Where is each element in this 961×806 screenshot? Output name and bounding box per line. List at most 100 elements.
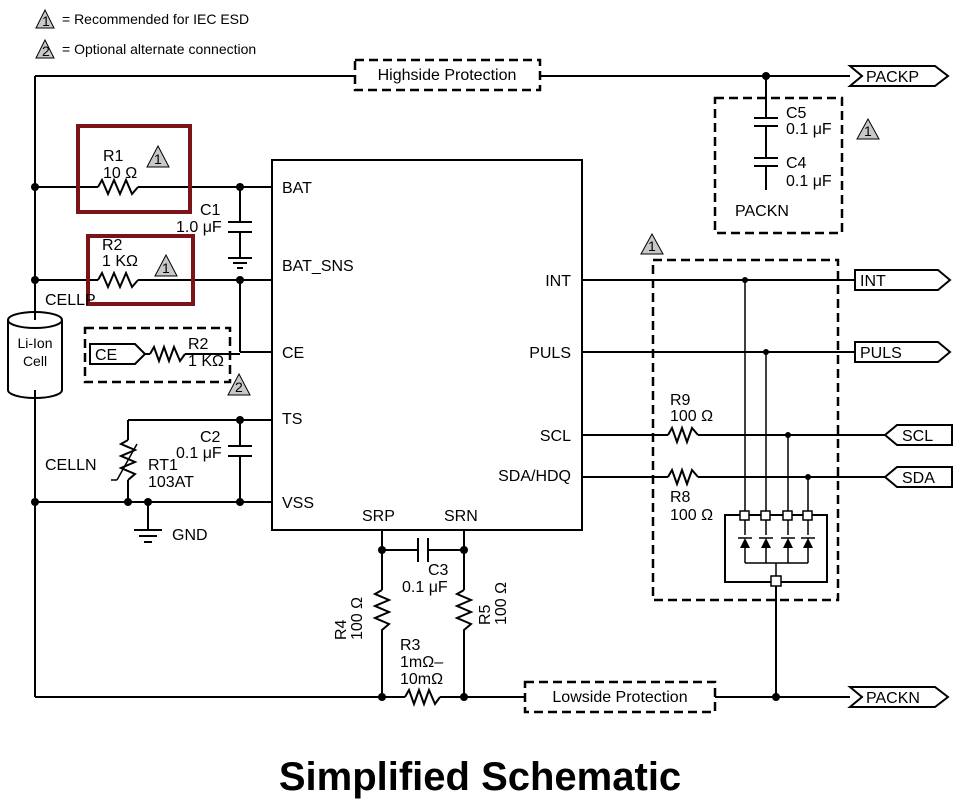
celln-label: CELLN [45,457,97,474]
r4-ref: R4 [333,619,350,640]
note-marker-ce-alt: 2 [227,372,251,396]
legend-optional-text: = Optional alternate connection [62,41,256,57]
svg-text:SDA: SDA [902,470,935,487]
pin-bat: BAT [282,180,312,197]
legend-recommended-marker: 1 [35,8,55,29]
c2-capacitor [228,445,252,457]
note-marker-r1: 1 [146,144,170,168]
ce-alt-group [83,326,232,384]
legend: 1 = Recommended for IEC ESD 2 = Optional… [35,8,256,59]
pin-bat-sns: BAT_SNS [282,258,354,275]
r3-value-2: 10mΩ [400,671,443,688]
r2-alt-resistor [149,344,186,364]
rt1-thermistor [111,439,138,481]
svg-text:Highside Protection: Highside Protection [378,67,517,84]
svg-text:Lowside Protection: Lowside Protection [552,689,687,706]
r2-value: 1 KΩ [102,253,138,270]
r1-value: 10 Ω [103,165,137,182]
pin-ts: TS [282,411,302,428]
note-marker-esd: 1 [640,232,664,255]
c1-ground-icon [228,257,252,269]
r4-resistor [372,589,392,635]
ground-icon [134,529,162,543]
c4-value: 0.1 μF [786,173,832,190]
connector-packn: PACKN [847,686,950,708]
r1-ref: R1 [103,148,124,165]
cell-label-1: Li-Ion [17,335,52,351]
svg-text:1: 1 [648,238,656,254]
r8-resistor [667,467,699,487]
svg-text:CE: CE [95,347,117,364]
r2-resistor [97,270,139,290]
legend-optional-marker: 2 [35,38,55,59]
r1-highlight [76,124,192,214]
pack-cap-group [713,96,844,235]
connector-packp: PACKP [847,65,950,87]
c3-value: 0.1 μF [402,579,448,596]
r5-resistor [454,589,474,635]
svg-text:1: 1 [154,151,162,167]
c3-capacitor [417,538,429,562]
r2-ref: R2 [102,237,123,254]
pin-srp: SRP [362,508,395,525]
c1-capacitor [228,221,252,233]
highside-protection: Highside Protection [353,58,542,92]
pin-scl: SCL [540,428,571,445]
c5-ref: C5 [786,105,807,122]
svg-text:1: 1 [42,13,50,29]
r4-value: 100 Ω [349,597,366,640]
c5-value: 0.1 μF [786,121,832,138]
c2-value: 0.1 μF [176,445,222,462]
c1-value: 1.0 μF [176,219,222,236]
svg-text:2: 2 [42,43,50,59]
connector-sda: SDA [883,466,953,488]
connector-int: INT [854,269,952,291]
esd-group [651,258,840,602]
connector-puls: PULS [854,341,952,363]
connector-scl: SCL [883,424,953,446]
packn-box-label: PACKN [735,203,789,220]
r9-ref: R9 [670,392,691,409]
r5-value: 100 Ω [493,582,510,625]
note-marker-r2: 1 [154,253,178,277]
rt1-value: 103AT [148,474,194,491]
r3-ref: R3 [400,637,421,654]
pin-sda-hdq: SDA/HDQ [498,468,571,485]
r2-highlight [86,234,195,306]
svg-text:1: 1 [864,123,872,139]
c3-ref: C3 [428,562,449,579]
legend-recommended-text: = Recommended for IEC ESD [62,11,249,27]
svg-text:1: 1 [162,260,170,276]
r9-value: 100 Ω [670,408,713,425]
r2-alt-value: 1 KΩ [188,353,224,370]
r1-resistor [97,177,139,197]
schematic-title: Simplified Schematic [279,755,681,799]
gnd-label: GND [172,527,208,544]
junctions [31,72,811,701]
c4-ref: C4 [786,155,807,172]
pin-puls: PULS [529,345,571,362]
pin-vss: VSS [282,495,314,512]
svg-text:INT: INT [860,273,886,290]
r3-value-1: 1mΩ– [400,654,443,671]
pin-int: INT [545,273,571,290]
cellp-label: CELLP [45,292,96,309]
connector-ce: CE [89,343,147,365]
svg-text:PACKP: PACKP [866,69,919,86]
r8-ref: R8 [670,489,691,506]
r2-alt-ref: R2 [188,336,209,353]
note-marker-packp-caps: 1 [856,117,880,140]
lowside-protection: Lowside Protection [523,680,717,714]
pin-ce: CE [282,345,304,362]
cell-label-2: Cell [23,353,47,369]
r3-resistor [404,687,441,707]
gauge-ic: BAT BAT_SNS CE TS VSS INT PULS SCL SDA/H… [271,159,583,531]
c4-capacitor [754,157,778,167]
r5-ref: R5 [477,604,494,625]
r9-resistor [667,425,699,445]
esd-diode-array [724,510,828,587]
pin-srn: SRN [444,508,478,525]
svg-text:2: 2 [235,379,243,395]
c5-capacitor [754,117,778,127]
